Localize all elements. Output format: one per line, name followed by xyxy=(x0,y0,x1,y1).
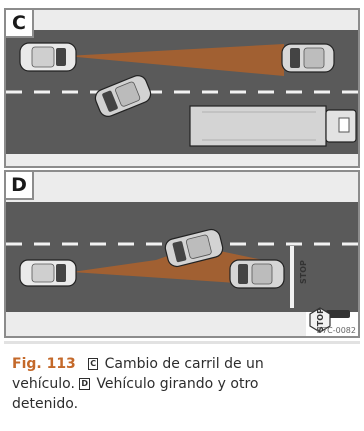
figure-label: Fig. 113 xyxy=(12,356,76,372)
panel-letter-d: D xyxy=(6,172,34,200)
stop-sign-icon: STOP xyxy=(309,307,331,333)
car-ahead-icon xyxy=(281,43,335,73)
own-car-icon xyxy=(19,42,77,72)
stopped-car-icon xyxy=(229,259,285,289)
sensor-beam xyxy=(66,44,284,76)
illustration-panel-d: STOP STOP D B7C-0082 xyxy=(4,170,360,338)
caption-tag-c: C xyxy=(88,358,99,370)
illustration-panel-c: C xyxy=(4,8,360,168)
caption-tag-d: D xyxy=(79,378,90,390)
divider xyxy=(4,341,360,344)
scene-turning-stopped: STOP STOP xyxy=(6,172,358,336)
svg-text:STOP: STOP xyxy=(316,308,325,332)
lane-changing-car-icon xyxy=(94,75,152,117)
road-marking-stop: STOP xyxy=(299,260,308,284)
caption-text-d: Vehículo girando y otro detenido. xyxy=(12,376,259,412)
caption-text-c: Cambio de carril de un vehículo. xyxy=(12,356,264,392)
figure-caption: Fig. 113 C Cambio de carril de un vehícu… xyxy=(12,354,312,414)
truck-icon xyxy=(189,105,357,147)
traffic-light-icon xyxy=(326,310,350,318)
scene-lane-change xyxy=(6,10,358,166)
panel-letter-c: C xyxy=(6,10,34,38)
figure-reference-code: B7C-0082 xyxy=(316,326,356,335)
own-car-icon xyxy=(19,259,77,287)
turning-car-icon xyxy=(164,228,224,268)
